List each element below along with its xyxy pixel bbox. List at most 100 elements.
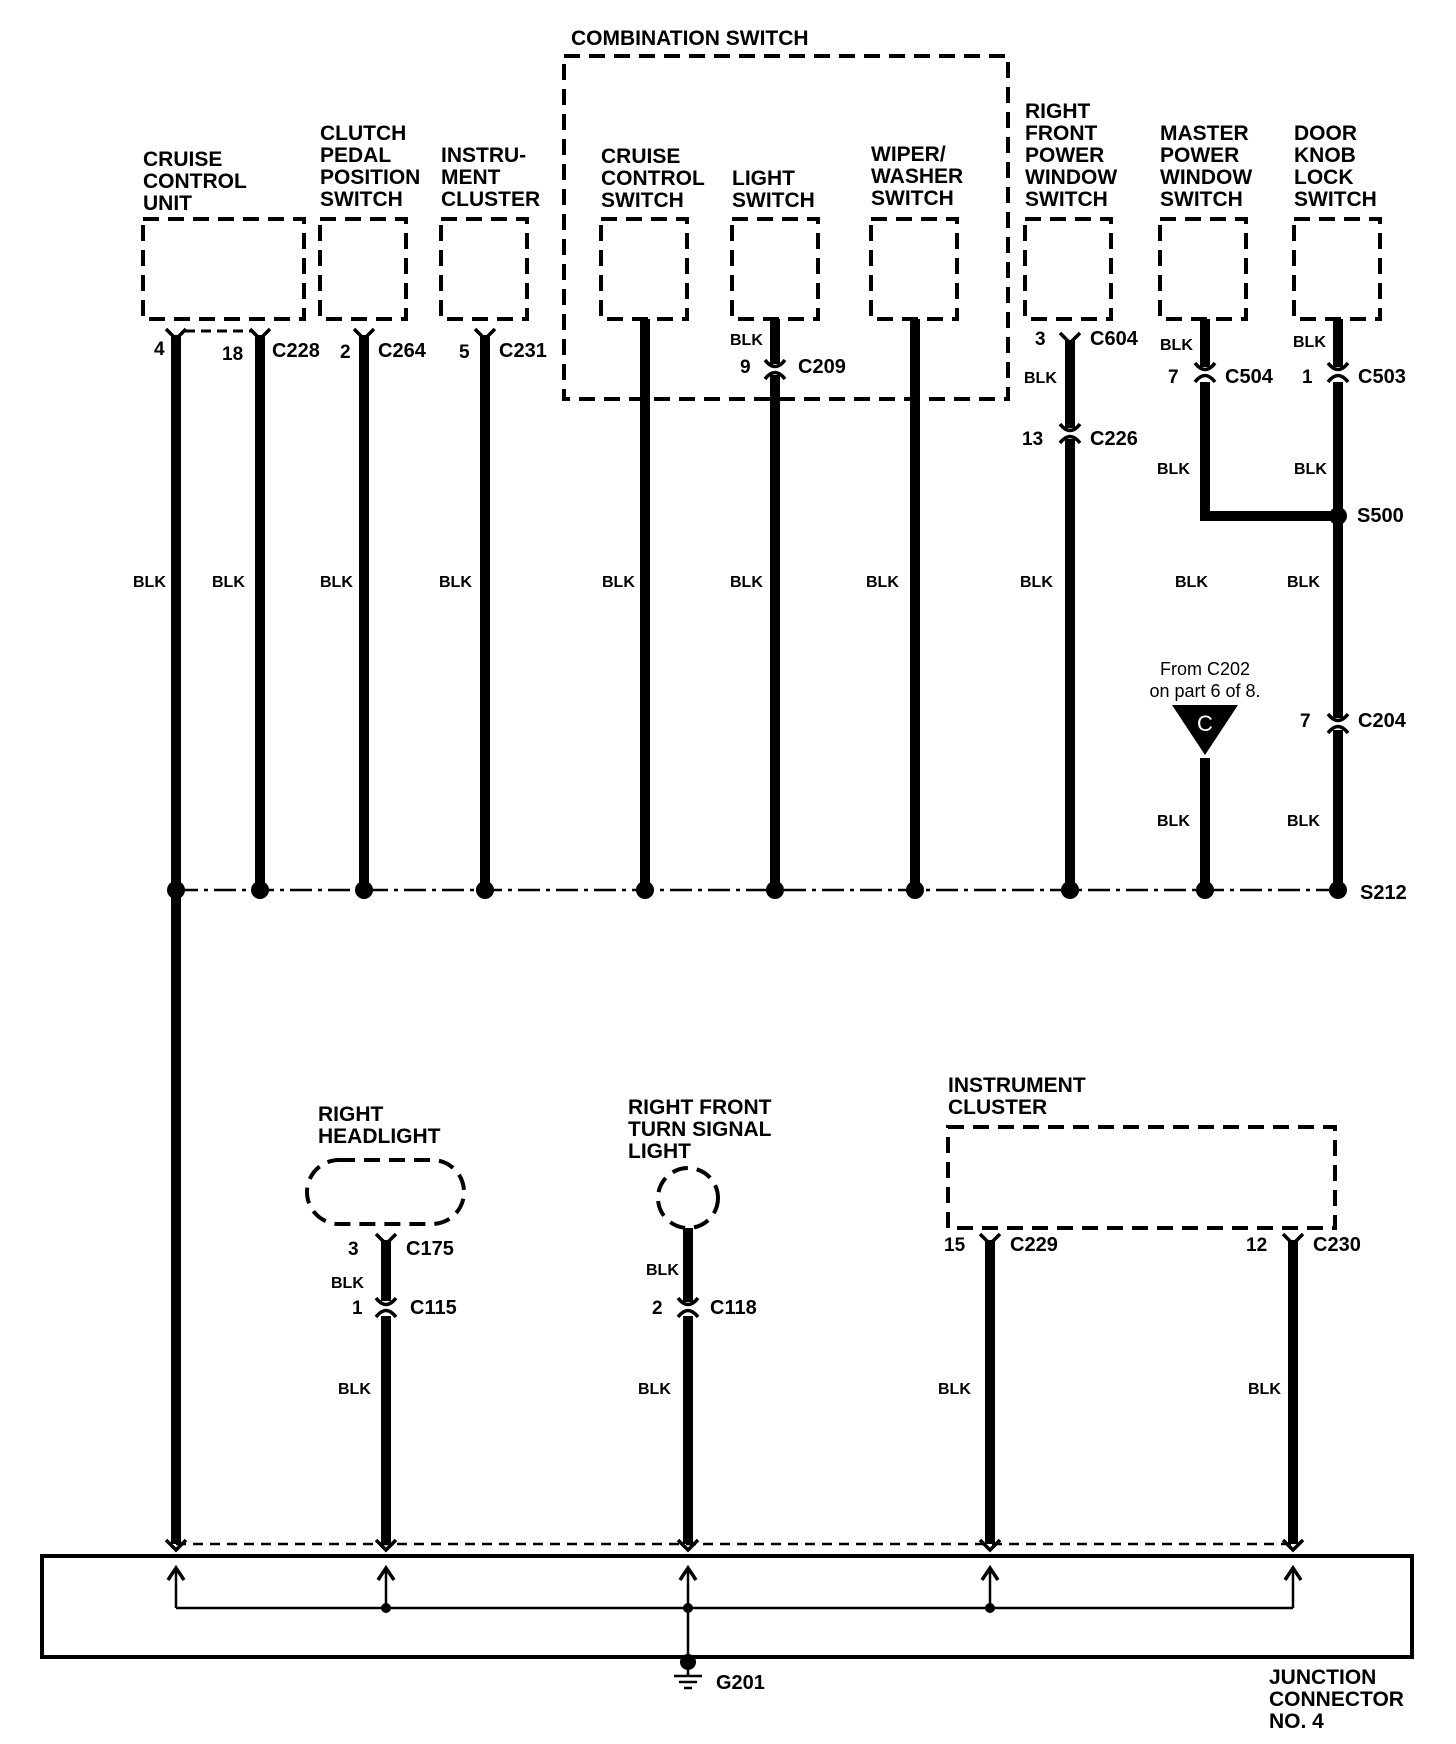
connector-id-c264: C264 (378, 340, 427, 362)
wire-color-label: BLK (331, 1275, 364, 1292)
s212-dot-10 (1329, 881, 1347, 899)
connector-symbols (164, 327, 1350, 1581)
off-page-connector-triangle (1172, 705, 1238, 755)
wire-master-to-s500 (1200, 382, 1338, 521)
wires (171, 319, 1343, 1676)
pin-headlight-3 (374, 1232, 398, 1247)
wire-color-label: BLK (320, 574, 353, 591)
wire-color-labels: BLK BLK BLK BLK BLK BLK BLK BLK BLK BLK … (133, 332, 1327, 1398)
connector-id-c204: C204 (1358, 710, 1407, 732)
wire-color-label: BLK (730, 574, 763, 591)
connector-id-c118: C118 (710, 1297, 757, 1319)
jc-pin-5 (1281, 1538, 1305, 1553)
pin-cruise-unit-18 (248, 327, 272, 342)
rfpw-switch-label-2: FRONT (1025, 122, 1097, 145)
master-pw-switch-label-2: POWER (1160, 144, 1239, 167)
jc-node-1 (381, 1603, 391, 1613)
s212-dot-8 (1061, 881, 1079, 899)
rfpw-switch-label-4: WINDOW (1025, 166, 1117, 189)
pin-numbers: 4 18 2 5 9 3 13 7 1 7 3 1 2 15 12 (154, 329, 1313, 1319)
instrument-cluster-top-label-3: CLUSTER (441, 188, 540, 211)
instrument-cluster-bottom-label-1: INSTRUMENT (948, 1074, 1086, 1097)
pin-label-rfpw-3: 3 (1035, 329, 1046, 350)
wire-color-label: BLK (1024, 370, 1057, 387)
pin-label-cruise-unit-4: 4 (154, 339, 165, 360)
wire-color-label: BLK (1157, 461, 1190, 478)
ground-icon (674, 1654, 702, 1690)
cruise-control-unit-label-3: UNIT (143, 192, 192, 215)
pin-label-headlight-3: 3 (348, 1239, 359, 1260)
instrument-cluster-top-label-1: INSTRU- (441, 144, 526, 167)
wire-color-label: BLK (1160, 337, 1193, 354)
jc-node-3 (985, 1603, 995, 1613)
pin-cruise-unit-4 (164, 327, 188, 342)
rfpw-switch-label-1: RIGHT (1025, 100, 1091, 123)
connector-id-c230: C230 (1313, 1234, 1361, 1256)
cruise-control-switch-label-1: CRUISE (601, 145, 680, 168)
splice-dots (167, 507, 1347, 1613)
wire-color-label: BLK (1020, 574, 1053, 591)
s212-dot-1 (167, 881, 185, 899)
connector-id-c226: C226 (1090, 428, 1138, 450)
s212-dot-6 (766, 881, 784, 899)
pin-cluster-5 (473, 327, 497, 342)
turn-signal-label-1: RIGHT FRONT (628, 1096, 772, 1119)
rfpw-switch-label-3: POWER (1025, 144, 1104, 167)
connector-id-c229: C229 (1010, 1234, 1058, 1256)
wiper-washer-switch-label-1: WIPER/ (871, 143, 946, 166)
junction-connector-label-1: JUNCTION (1269, 1666, 1376, 1689)
splice-id-s212: S212 (1360, 882, 1407, 904)
splice-id-s500: S500 (1357, 505, 1404, 527)
light-switch-label-1: LIGHT (732, 167, 795, 190)
right-headlight-label-2: HEADLIGHT (318, 1125, 441, 1148)
pin-label-light-9: 9 (740, 357, 751, 378)
wire-color-label: BLK (1287, 813, 1320, 830)
connector-id-c503: C503 (1358, 366, 1406, 388)
s212-dot-4 (476, 881, 494, 899)
master-pw-switch-label-3: WINDOW (1160, 166, 1252, 189)
jc-arrow-1 (166, 1564, 186, 1581)
component-labels: COMBINATION SWITCH CRUISE CONTROL UNIT C… (143, 27, 1404, 1733)
s212-dot-7 (906, 881, 924, 899)
master-pw-switch-label-4: SWITCH (1160, 188, 1243, 211)
combination-switch-label: COMBINATION SWITCH (571, 27, 809, 50)
wire-color-label: BLK (938, 1381, 971, 1398)
component-boxes (40, 54, 1414, 1659)
connector-id-c175: C175 (406, 1238, 454, 1260)
cruise-control-switch-label-3: SWITCH (601, 189, 684, 212)
wire-color-label: BLK (638, 1381, 671, 1398)
turn-signal-label-3: LIGHT (628, 1140, 691, 1163)
connector-c504 (1193, 361, 1217, 384)
pin-label-door-c204-7: 7 (1300, 711, 1311, 732)
instrument-cluster-bottom-box (946, 1125, 1337, 1230)
light-switch-label-2: SWITCH (732, 189, 815, 212)
ground-id-g201: G201 (716, 1672, 765, 1694)
jc-pin-3 (676, 1538, 700, 1553)
clutch-pedal-position-switch-box (318, 217, 408, 321)
jc-pin-4 (978, 1538, 1002, 1553)
wiper-washer-switch-box (869, 217, 959, 321)
jc-arrow-4 (980, 1564, 1000, 1581)
connector-c503 (1326, 361, 1350, 384)
instrument-cluster-bottom-label-2: CLUSTER (948, 1096, 1047, 1119)
jc-arrow-5 (1283, 1564, 1303, 1581)
cruise-control-unit-label-2: CONTROL (143, 170, 247, 193)
pin-label-cluster-12: 12 (1246, 1235, 1267, 1256)
pin-label-turn-2: 2 (652, 1298, 663, 1319)
s500-dot (1329, 507, 1347, 525)
rfpw-switch-label-5: SWITCH (1025, 188, 1108, 211)
s212-dot-9 (1196, 881, 1214, 899)
pin-label-cruise-unit-18: 18 (222, 344, 243, 365)
connector-id-c228: C228 (272, 340, 320, 362)
clutch-switch-label-1: CLUTCH (320, 122, 406, 145)
jc-pin-2 (374, 1538, 398, 1553)
pin-label-cluster-5: 5 (459, 342, 470, 363)
clutch-switch-label-3: POSITION (320, 166, 420, 189)
wire-color-label: BLK (212, 574, 245, 591)
pin-label-clutch-2: 2 (340, 342, 351, 363)
off-page-note-1: From C202 (1160, 659, 1250, 679)
turn-signal-label-2: TURN SIGNAL (628, 1118, 772, 1141)
connector-c226 (1058, 422, 1082, 445)
cruise-control-unit-label-1: CRUISE (143, 148, 222, 171)
